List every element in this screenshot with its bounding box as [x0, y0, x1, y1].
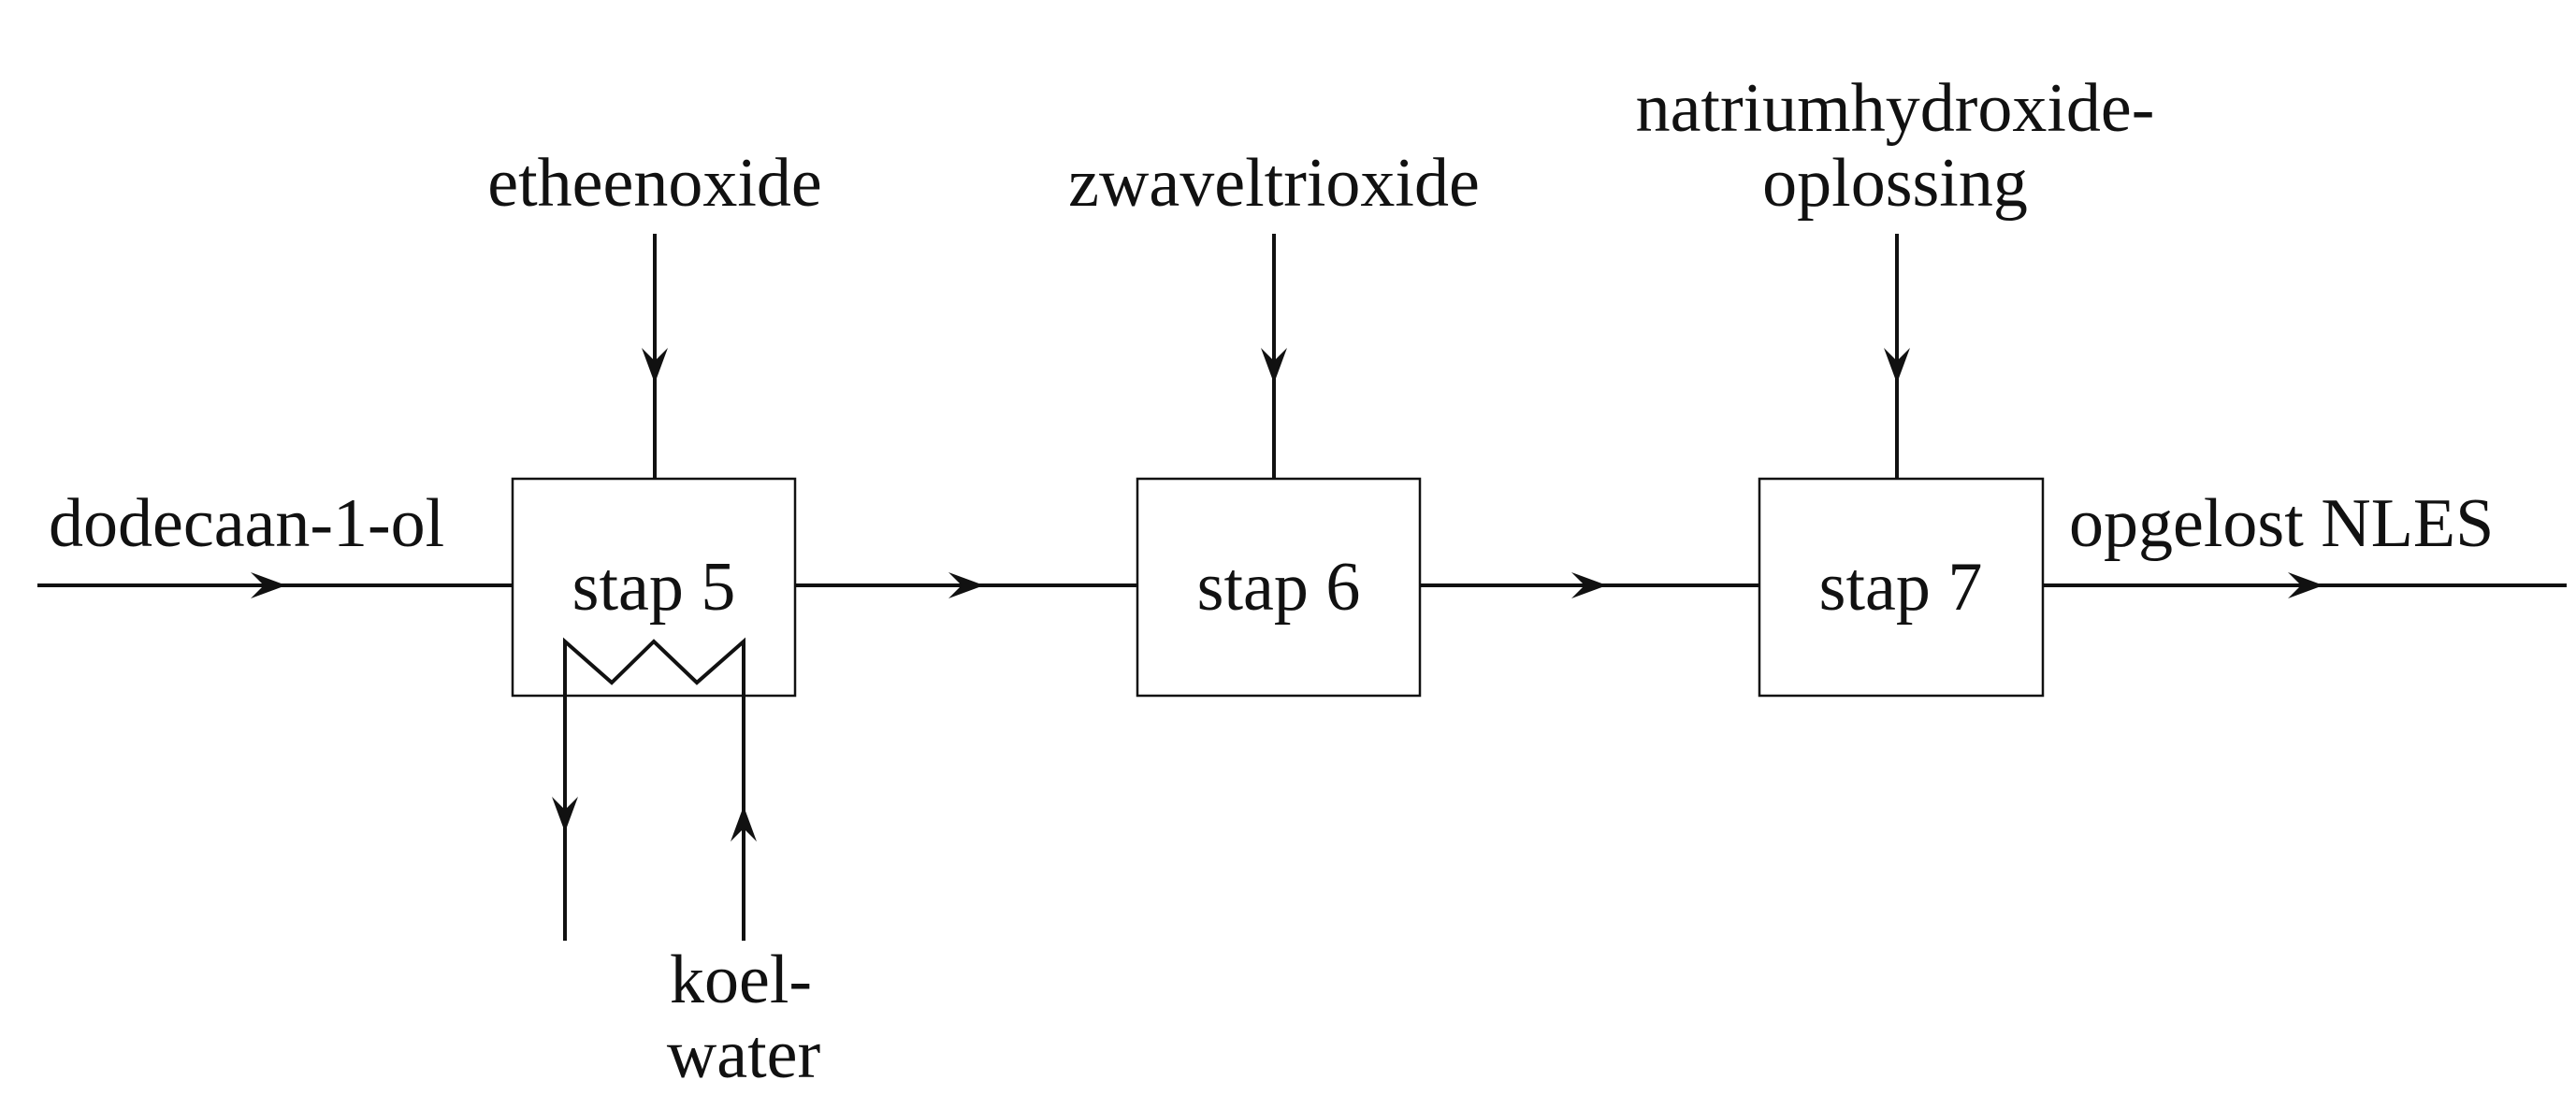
zwaveltrioxide-label: zwaveltrioxide: [1068, 145, 1480, 222]
feed-arrow-icon: [251, 572, 286, 598]
flow-arrow-icon-2: [1571, 572, 1607, 598]
step6-box: [1136, 477, 1422, 698]
cooling-water-label-line1: koel-: [670, 942, 812, 1018]
cooling-water-label-line2: water: [667, 1016, 820, 1093]
step6-label: stap 6: [1197, 549, 1361, 626]
flow-arrow-icon-1: [948, 572, 984, 598]
step7-box: [1758, 477, 2045, 698]
cooling-water-out-arrow-icon: [552, 797, 578, 832]
step5-label: stap 5: [572, 549, 736, 626]
naoh-label-line1: natriumhydroxide-: [1636, 70, 2155, 147]
zwaveltrioxide-arrow-icon: [1261, 348, 1287, 383]
etheenoxide-arrow-icon: [642, 348, 668, 383]
cooling-coil: [563, 637, 745, 941]
product-label: opgelost NLES: [2069, 485, 2494, 562]
feed-label: dodecaan-1-ol: [49, 485, 444, 562]
step5-box: [511, 477, 797, 698]
naoh-arrow-icon: [1884, 348, 1910, 383]
naoh-label-line2: oplossing: [1762, 145, 2028, 222]
etheenoxide-label: etheenoxide: [487, 145, 822, 222]
product-arrow-icon: [2288, 572, 2323, 598]
step7-label: stap 7: [1819, 549, 1983, 626]
cooling-water-in-arrow-icon: [731, 806, 757, 842]
